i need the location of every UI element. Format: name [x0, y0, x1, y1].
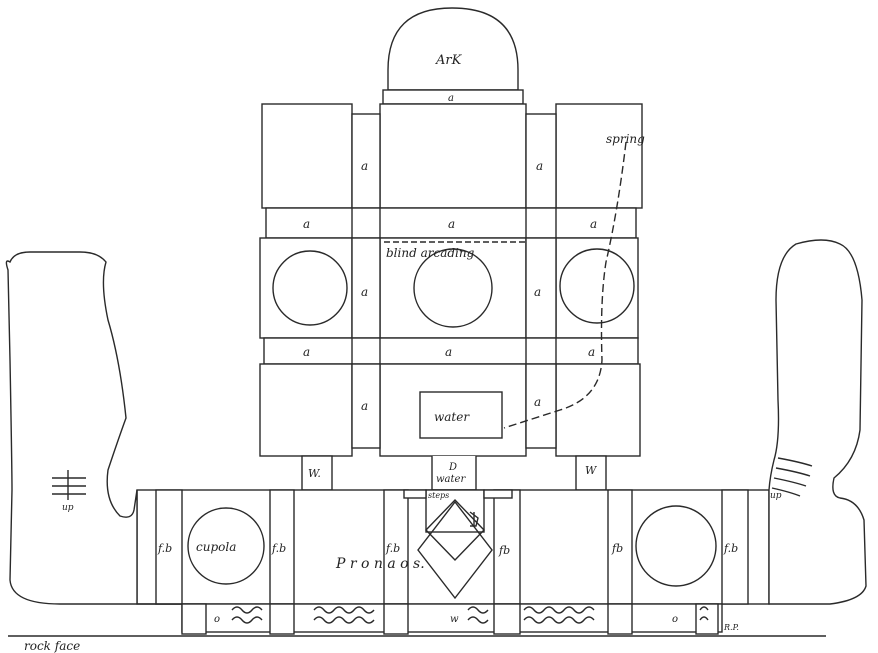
label-a-row2-right: a [588, 345, 595, 359]
label-water-channel: water [436, 474, 466, 485]
label-cupola: cupola [196, 540, 236, 554]
label-water-tank: water [434, 410, 470, 424]
aisle-north-left [351, 113, 381, 209]
cupola-west [187, 507, 265, 585]
ark-apse [387, 7, 519, 91]
water-tank [419, 391, 503, 439]
label-rock-face: rock face [24, 639, 80, 653]
label-w-bottom: w [450, 614, 459, 625]
label-d-water: D [448, 462, 457, 473]
label-pronaos: P r o n a o s. [335, 556, 425, 572]
label-fb-2: f.b [271, 542, 286, 555]
fb-pier-3 [383, 489, 409, 605]
label-up-west: up [62, 503, 74, 513]
base-pier-3 [383, 603, 409, 635]
label-fb-5: fb [611, 542, 623, 555]
stair-step-left [403, 489, 427, 499]
bay-north-center [379, 103, 527, 209]
band-row-1 [265, 207, 637, 239]
dome-east [559, 248, 635, 324]
up-stairs-east [771, 457, 813, 497]
base-pier-4 [493, 603, 521, 635]
pier-sw [259, 363, 353, 457]
label-fb-1: f.b [157, 542, 172, 555]
label-a-top: a [448, 93, 454, 104]
aisle-south-right [525, 363, 557, 449]
stair-step-right [483, 489, 513, 499]
label-w-left: W. [308, 467, 321, 480]
label-a-right-low: a [534, 395, 541, 409]
label-o-right: o [672, 614, 678, 625]
label-a-row1-right: a [590, 217, 597, 231]
label-a-row2-mid: a [445, 345, 452, 359]
label-fb-3: f.b [385, 542, 400, 555]
base-pier-2 [269, 603, 295, 635]
pier-ne [555, 103, 643, 209]
label-a-left-low: a [361, 399, 368, 413]
fb-pier-2 [269, 489, 295, 605]
base-pier-1 [181, 603, 207, 635]
label-steps: steps [428, 491, 449, 500]
label-spring: spring [606, 132, 645, 146]
cupola-east [635, 505, 717, 587]
base-pier-5 [607, 603, 633, 635]
pier-nw [261, 103, 353, 209]
up-stairs-west [52, 470, 86, 500]
aisle-mid-right [525, 237, 557, 339]
dome-center [413, 248, 493, 328]
step-arrow [469, 511, 479, 527]
fb-pier-1 [155, 489, 183, 605]
label-up-east: up [770, 491, 782, 501]
label-rp: R.P. [723, 623, 739, 632]
fb-pier-5 [607, 489, 633, 605]
rock-outcrop-west [5, 251, 182, 605]
label-fb-6: f.b [723, 542, 738, 555]
aisle-mid-left [351, 237, 381, 339]
fb-pier-4 [493, 489, 521, 605]
bay-mid-west [259, 237, 353, 339]
label-a-left-upper: a [361, 159, 368, 173]
spring-channel [503, 141, 627, 429]
pronaos-diamond [417, 500, 493, 600]
fb-pier-6 [721, 489, 749, 605]
aisle-south-left [351, 363, 381, 449]
pier-se [555, 363, 641, 457]
label-fb-4: fb [498, 544, 510, 557]
dome-west [272, 250, 348, 326]
label-a-row2-left: a [303, 345, 310, 359]
rock-outcrop-east [768, 239, 867, 605]
label-blind-arcading: blind arcading [386, 246, 475, 260]
label-a-row1-left: a [303, 217, 310, 231]
aisle-north-right [525, 113, 557, 209]
label-o-left: o [214, 614, 220, 625]
label-ark: ArK [435, 53, 463, 68]
label-a-row1-mid: a [448, 217, 455, 231]
label-a-right-upper: a [536, 159, 543, 173]
balustrade-left [231, 606, 709, 624]
label-a-right-mid: a [534, 285, 541, 299]
label-w-right: W [585, 464, 598, 477]
bay-mid-east [555, 237, 639, 339]
well-west [301, 455, 333, 491]
label-a-left-mid: a [361, 285, 368, 299]
